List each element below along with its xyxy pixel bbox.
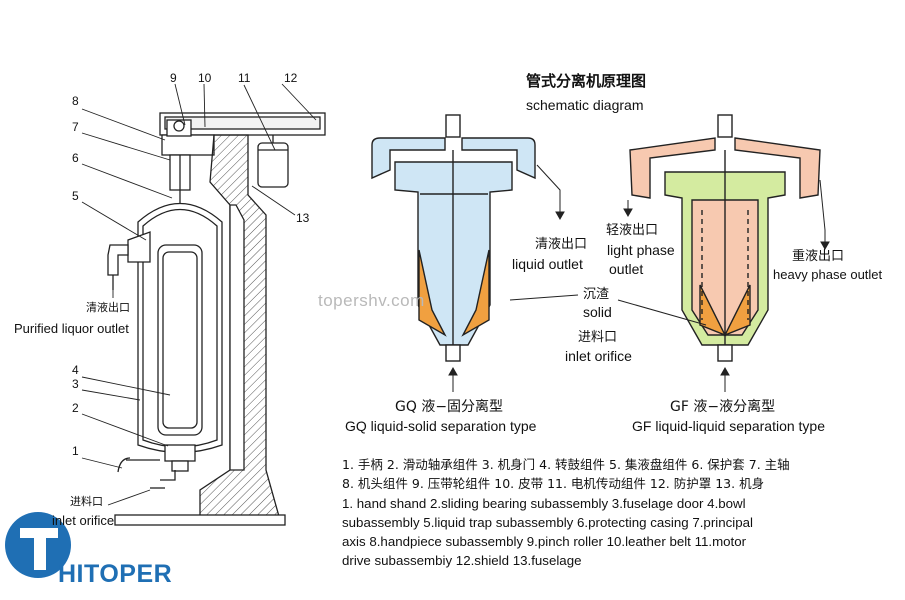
purified-outlet-cn: 清液出口 (86, 301, 130, 314)
left-inlet-cn: 进料口 (70, 495, 103, 508)
legend-cn-line1: 1. 手柄 2. 滑动轴承组件 3. 机身门 4. 转鼓组件 5. 集液盘组件 … (342, 457, 790, 472)
hitoper-logo-mark (5, 512, 71, 578)
gq-arrows (448, 164, 579, 392)
gf-type-cn: GF 液−液分离型 (670, 399, 776, 415)
legend-cn-line2: 8. 机头组件 9. 压带轮组件 10. 皮带 11. 电机传动组件 12. 防… (342, 476, 765, 491)
gf-heavy-outlet-cn: 重液出口 (792, 249, 845, 264)
gf-arrows (617, 179, 830, 392)
callout-leaders (81, 83, 317, 506)
legend-en-line2: subassembly 5.liquid trap subassembly 6.… (342, 515, 753, 530)
gq-solid-en: solid (583, 304, 612, 320)
gf-light-outlet-en2: outlet (609, 261, 644, 277)
callout-1: 1 (72, 444, 79, 458)
gf-heavy-outlet-en: heavy phase outlet (773, 267, 883, 282)
diagram-title-en: schematic diagram (526, 97, 644, 113)
callout-6: 6 (72, 151, 79, 165)
logo-text: HITOPER (58, 560, 173, 588)
callout-2: 2 (72, 401, 79, 415)
gq-separator-drawing (371, 114, 536, 362)
gf-type-en: GF liquid-liquid separation type (632, 418, 825, 434)
callout-7: 7 (72, 120, 79, 134)
purified-outlet-en: Purified liquor outlet (14, 321, 129, 336)
gq-type-en: GQ liquid-solid separation type (345, 418, 537, 434)
callout-9: 9 (170, 71, 177, 85)
legend-en-line3: axis 8.handpiece subassembly 9.pinch rol… (342, 534, 747, 549)
gf-light-outlet-cn: 轻液出口 (606, 223, 659, 238)
gq-inlet-cn: 进料口 (578, 330, 618, 345)
callout-3: 3 (72, 377, 79, 391)
gq-type-cn: GQ 液−固分离型 (395, 399, 504, 415)
legend-en: 1. hand shand 2.sliding bearing subassem… (342, 494, 753, 570)
callout-13: 13 (296, 211, 310, 225)
gq-liquid-outlet-cn: 清液出口 (535, 237, 588, 252)
gq-liquid-outlet-en: liquid outlet (512, 256, 583, 272)
gq-solid-cn: 沉渣 (583, 287, 610, 302)
callout-4: 4 (72, 363, 79, 377)
legend-en-line1: 1. hand shand 2.sliding bearing subassem… (342, 496, 746, 511)
gf-separator-drawing (629, 114, 821, 362)
legend-cn: 1. 手柄 2. 滑动轴承组件 3. 机身门 4. 转鼓组件 5. 集液盘组件 … (342, 455, 790, 493)
gf-light-outlet-en1: light phase (607, 242, 675, 258)
gq-inlet-en: inlet orifice (565, 348, 632, 364)
watermark: topershv.com (318, 291, 425, 310)
callout-8: 8 (72, 94, 79, 108)
legend-en-line4: drive subassembiy 12.shield 13.fuselage (342, 553, 582, 568)
centrifuge-machine-drawing (107, 112, 326, 526)
callout-10: 10 (198, 71, 212, 85)
callout-11: 11 (238, 71, 251, 85)
callout-12: 12 (284, 71, 298, 85)
diagram-title-cn: 管式分离机原理图 (526, 72, 647, 90)
left-inlet-en: inlet orifice (52, 513, 115, 528)
callout-5: 5 (72, 189, 79, 203)
